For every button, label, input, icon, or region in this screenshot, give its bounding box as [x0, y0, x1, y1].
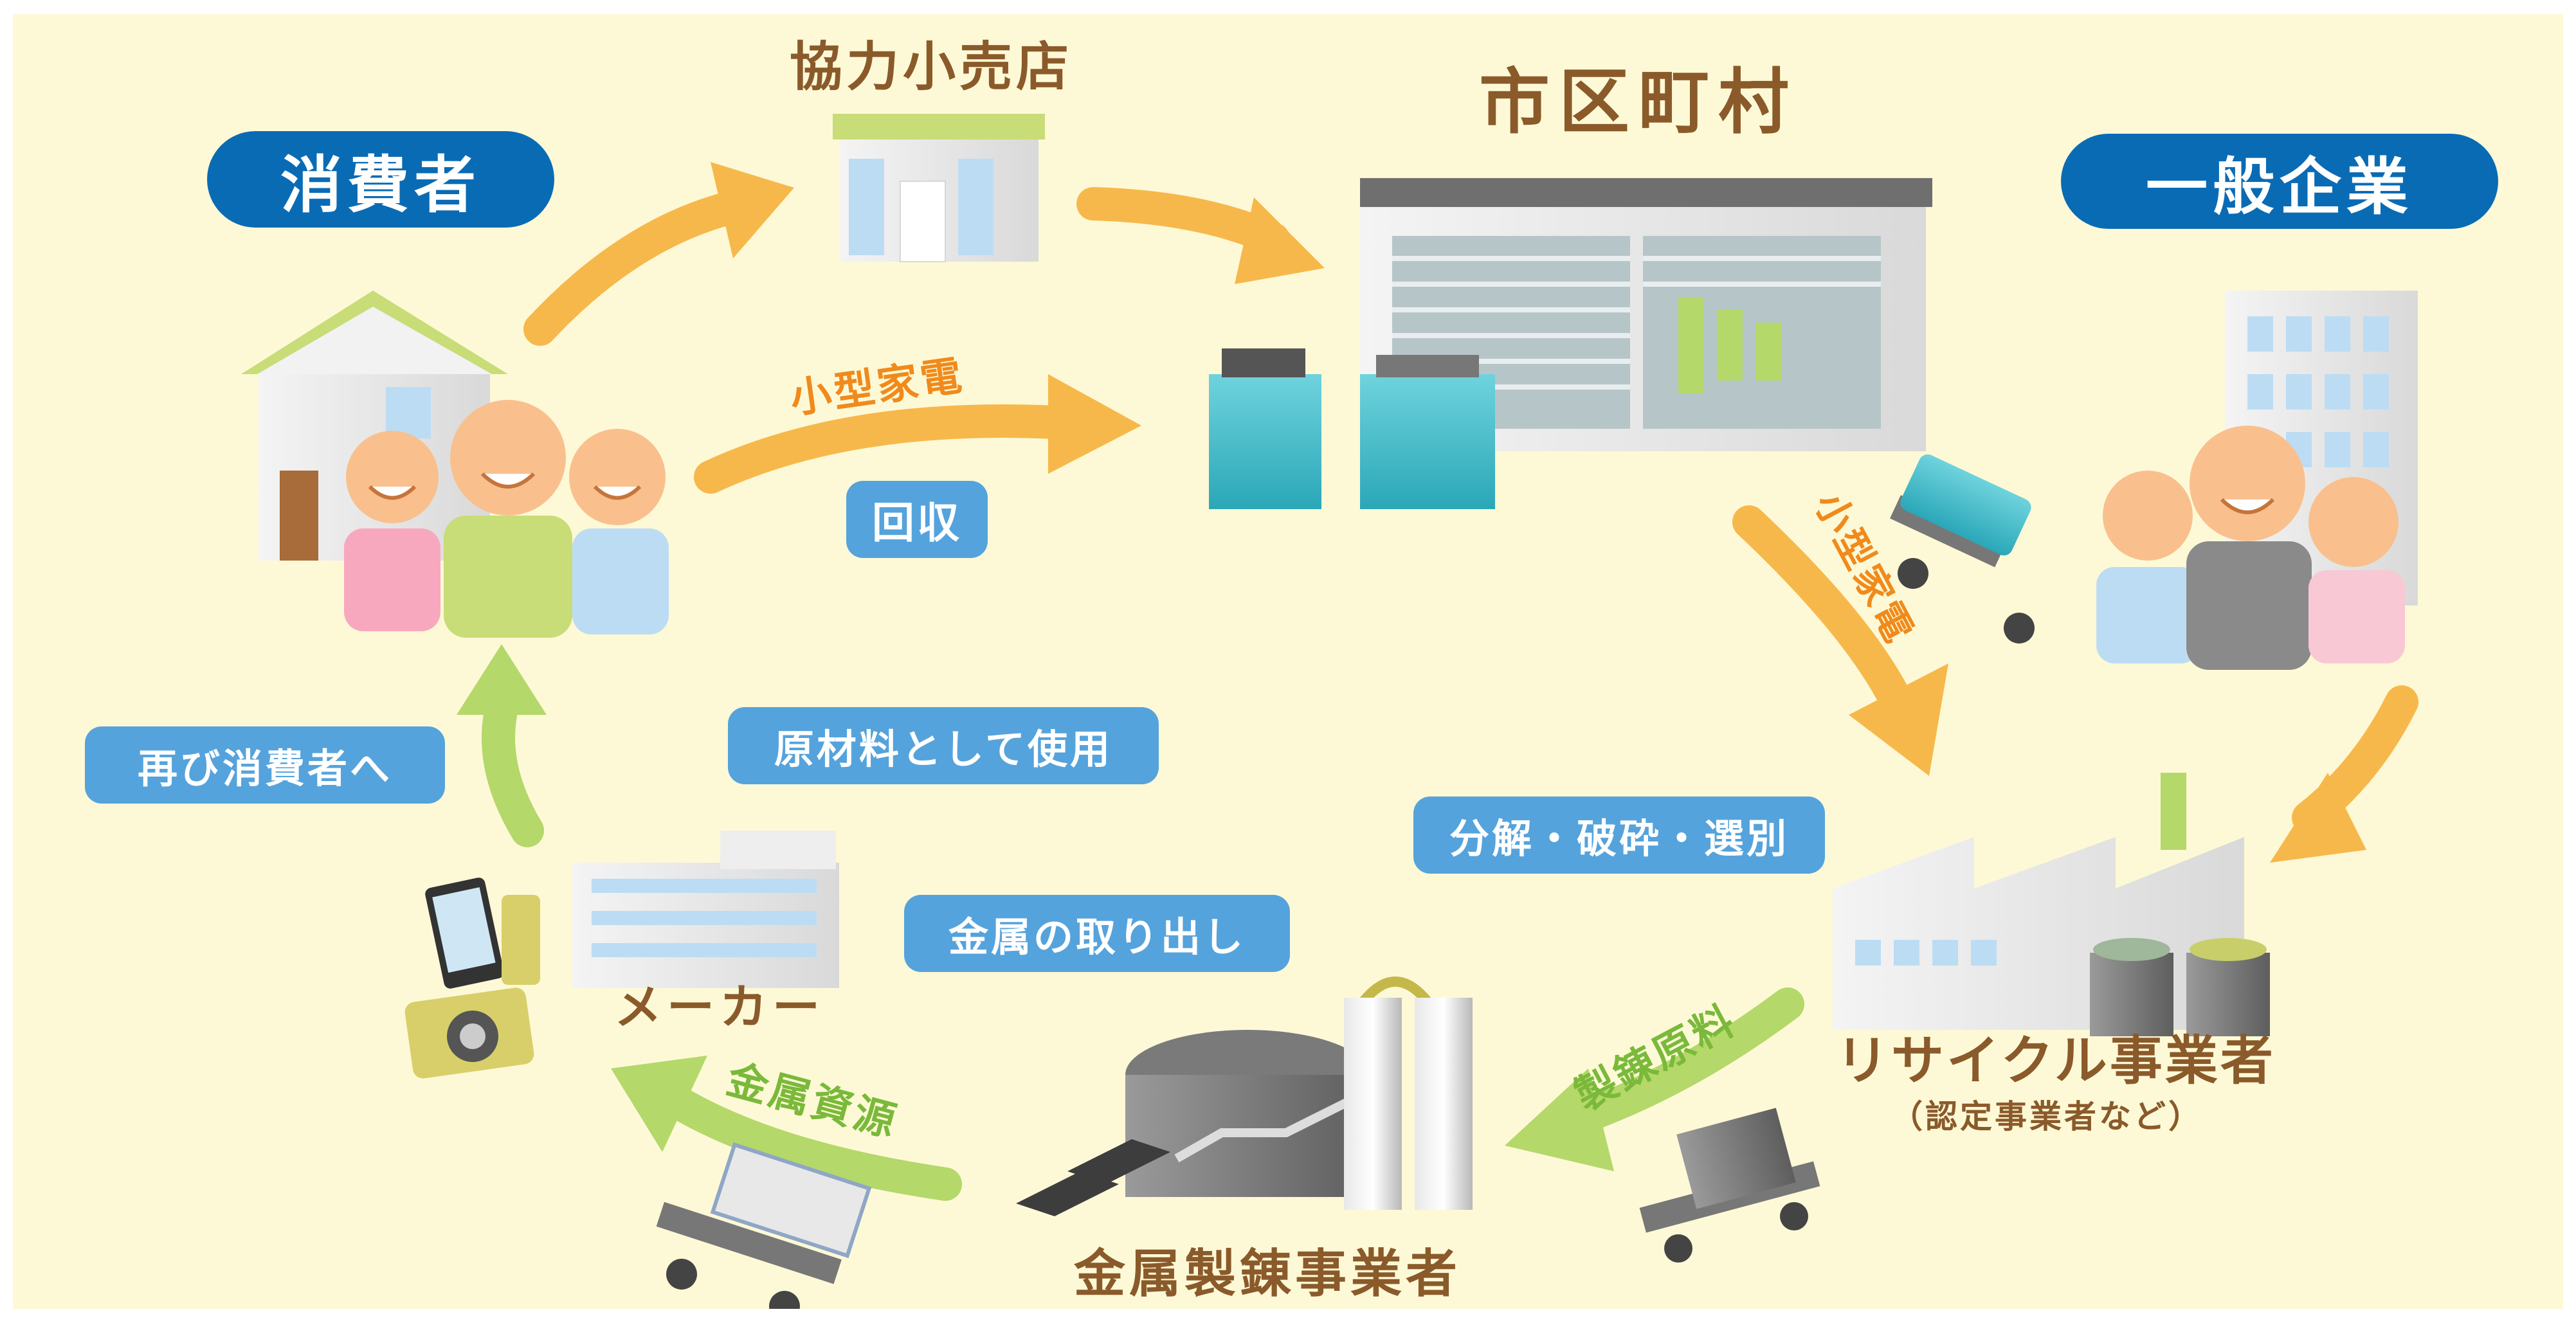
recycling-flow-diagram: 消費者 一般企業 協力小売店 市区町村 リサイクル事業者 （認定事業者など） 金… — [13, 14, 2563, 1309]
truck-illustration-smelting-material — [1639, 1108, 1820, 1263]
bubble-collection: 回収 — [846, 481, 988, 558]
bubble-dismantle: 分解・破砕・選別 — [1413, 797, 1825, 874]
node-recycler-note: （認定事業者など） — [1891, 1098, 2203, 1135]
arrow-municipality-to-recycler — [1732, 505, 1948, 776]
maker-building-illustration — [404, 831, 839, 1079]
node-smelter-label: 金属製錬事業者 — [1074, 1244, 1461, 1304]
arrow-retail-to-municipality — [1076, 187, 1325, 284]
node-maker-label: メーカー — [614, 980, 825, 1035]
arrow-recycler-to-smelter — [1505, 987, 1804, 1171]
arrow-company-to-recycler — [2270, 685, 2418, 863]
company-building-illustration — [2096, 291, 2418, 670]
truck-illustration-small-appliances — [1890, 454, 2035, 644]
node-general-company-label: 一般企業 — [2061, 134, 2498, 229]
node-municipality-label: 市区町村 — [1479, 61, 1798, 143]
node-consumer-label: 消費者 — [207, 131, 554, 228]
truck-illustration-metal-resource — [656, 1142, 872, 1309]
node-retail-store-label: 協力小売店 — [790, 37, 1073, 98]
bubble-back-to-consumer: 再び消費者へ — [85, 726, 445, 804]
smelter-plant-illustration — [1016, 977, 1473, 1216]
retail-store-illustration — [833, 114, 1045, 262]
node-recycler-label: リサイクル事業者 — [1836, 1030, 2276, 1092]
arrow-consumer-to-municipality — [694, 374, 1141, 494]
bubble-raw-material-use: 原材料として使用 — [728, 707, 1159, 784]
arrow-maker-to-consumer — [457, 644, 547, 847]
recycler-factory-illustration — [1833, 773, 2270, 1036]
municipality-building-illustration — [1209, 178, 1932, 509]
consumer-house-illustration — [241, 291, 669, 638]
arrow-consumer-to-retail — [523, 162, 794, 346]
bubble-metal-extraction: 金属の取り出し — [904, 895, 1290, 972]
arrow-smelter-to-maker — [611, 1056, 962, 1201]
diagram-artwork — [241, 114, 2418, 1309]
